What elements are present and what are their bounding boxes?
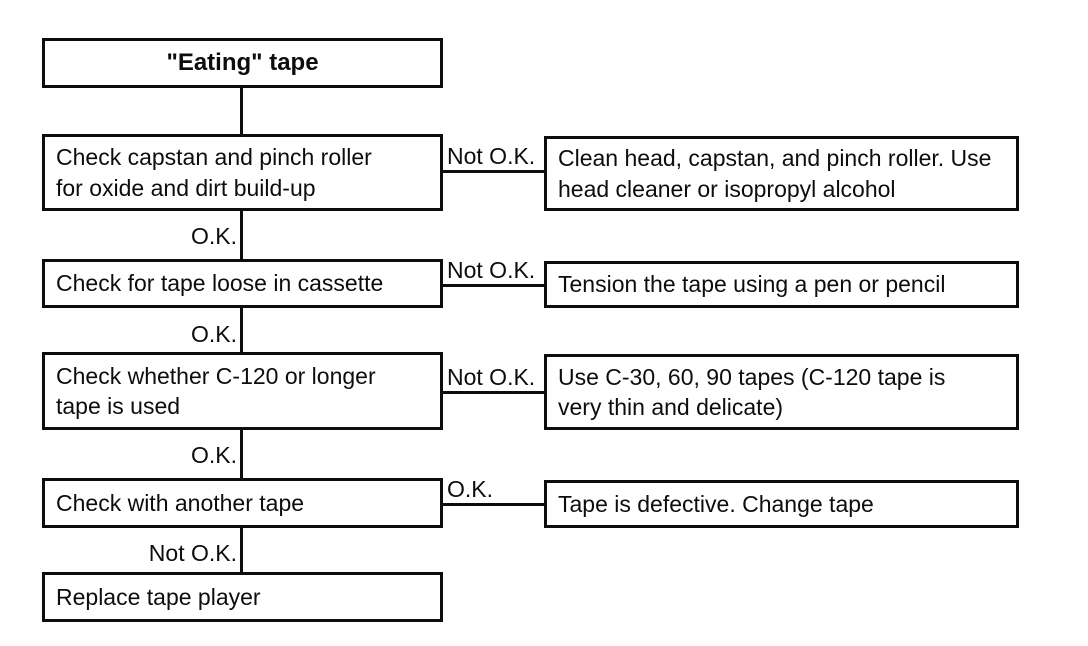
edge-label-not-ok-3: Not O.K. — [447, 364, 536, 391]
step-check-tape-loose: Check for tape loose in cassette — [42, 259, 443, 308]
connector-step2-to-remedy2 — [443, 284, 544, 287]
edge-label-ok-2: O.K. — [97, 321, 237, 348]
remedy-change-tape: Tape is defective. Change tape — [544, 480, 1019, 528]
remedy-clean-head-capstan: Clean head, capstan, and pinch roller. U… — [544, 136, 1019, 211]
edge-label-not-ok-vertical: Not O.K. — [97, 540, 237, 567]
edge-label-ok-3: O.K. — [97, 442, 237, 469]
connector-step3-to-remedy3 — [443, 391, 544, 394]
step-replace-tape-player: Replace tape player — [42, 572, 443, 622]
connector-step1-to-remedy1 — [443, 170, 544, 173]
connector-step3-to-step4 — [240, 430, 243, 478]
connector-step4-to-remedy4 — [443, 503, 544, 506]
connector-step2-to-step3 — [240, 308, 243, 352]
edge-label-not-ok-1: Not O.K. — [447, 143, 536, 170]
edge-label-ok-1: O.K. — [97, 223, 237, 250]
edge-label-ok-horizontal: O.K. — [447, 476, 494, 503]
step-check-capstan-pinch-roller: Check capstan and pinch roller for oxide… — [42, 134, 443, 211]
step-check-another-tape: Check with another tape — [42, 478, 443, 528]
connector-start-to-step1 — [240, 88, 243, 134]
remedy-tension-tape: Tension the tape using a pen or pencil — [544, 261, 1019, 308]
edge-label-not-ok-2: Not O.K. — [447, 257, 536, 284]
connector-step1-to-step2 — [240, 211, 243, 259]
start-box-eating-tape: "Eating" tape — [42, 38, 443, 88]
step-check-c120-tape: Check whether C-120 or longer tape is us… — [42, 352, 443, 430]
remedy-use-shorter-tapes: Use C-30, 60, 90 tapes (C-120 tape is ve… — [544, 354, 1019, 430]
connector-step4-to-step5 — [240, 528, 243, 572]
